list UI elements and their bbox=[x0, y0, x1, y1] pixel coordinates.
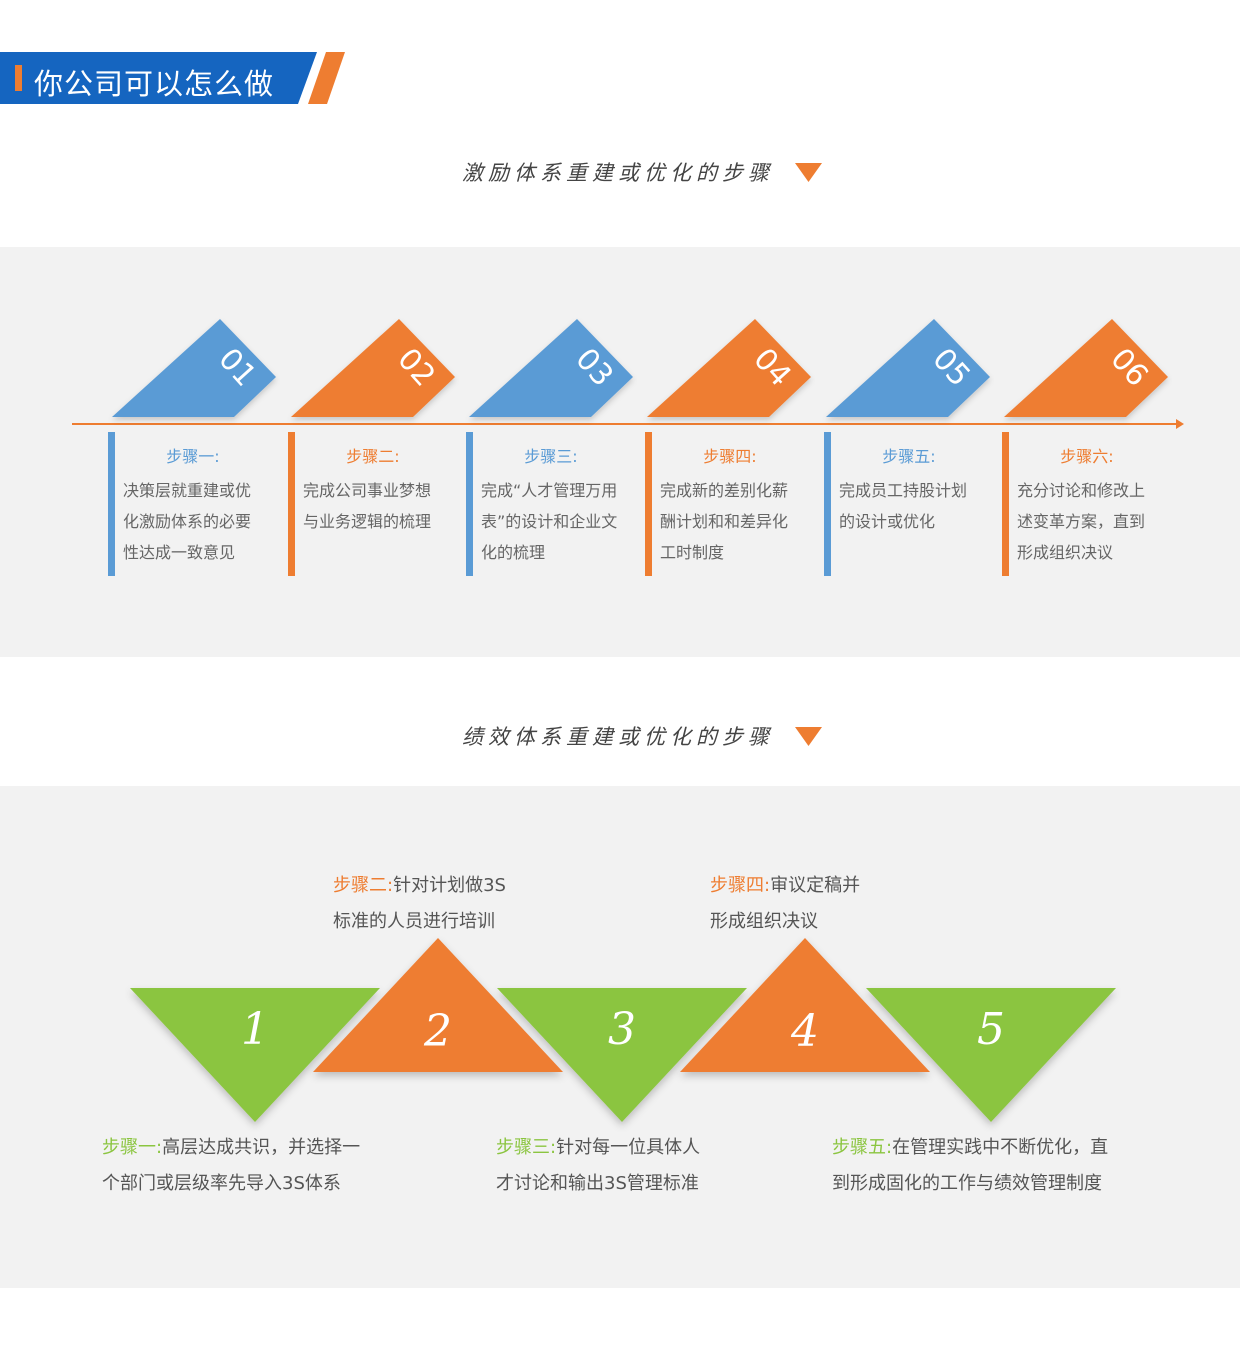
svg-text:2: 2 bbox=[423, 1006, 452, 1057]
svg-text:5: 5 bbox=[977, 1004, 1005, 1055]
step-flag-05: 05 bbox=[826, 319, 990, 417]
triangle-step-3: 3 bbox=[497, 988, 747, 1122]
performance-step-5-note: 步骤五:在管理实践中不断优化，直 到形成固化的工作与绩效管理制度 bbox=[832, 1130, 1108, 1202]
triangle-step-2: 2 bbox=[313, 938, 563, 1072]
step-bar bbox=[108, 432, 115, 576]
incentive-section-title: 激励体系重建或优化的步骤 bbox=[0, 157, 1240, 191]
timeline-arrowhead bbox=[1176, 419, 1184, 429]
step-description: 完成员工持股计划 的设计或优化 bbox=[839, 475, 999, 537]
step-line: 与业务逻辑的梳理 bbox=[303, 512, 432, 531]
step-description: 完成“人才管理万用 表”的设计和企业文 化的梳理 bbox=[481, 475, 641, 568]
step-line: 表”的设计和企业文 bbox=[481, 512, 618, 531]
step-line: 的设计或优化 bbox=[839, 512, 936, 531]
incentive-steps-panel: 01 02 03 04 05 06 步骤一: 决策层就重建或优 化激励体系的必要 bbox=[0, 247, 1240, 657]
step-text: 标准的人员进行培训 bbox=[333, 911, 495, 932]
step-text: 针对每一位具体人 bbox=[556, 1137, 701, 1158]
svg-text:1: 1 bbox=[241, 1004, 269, 1055]
step-text: 在管理实践中不断优化，直 bbox=[892, 1137, 1109, 1158]
step-line: 化的梳理 bbox=[481, 543, 546, 562]
step-label: 步骤四: bbox=[710, 875, 771, 896]
step-description: 完成公司事业梦想 与业务逻辑的梳理 bbox=[303, 475, 463, 537]
down-triangle-icon bbox=[795, 727, 822, 746]
step-title: 步骤三: bbox=[524, 447, 578, 466]
step-line: 酬计划和和差异化 bbox=[660, 512, 789, 531]
performance-step-4-note: 步骤四:审议定稿并 形成组织决议 bbox=[710, 868, 860, 940]
svg-text:3: 3 bbox=[608, 1004, 636, 1055]
step-bar bbox=[288, 432, 295, 576]
performance-step-3-note: 步骤三:针对每一位具体人 才讨论和输出3S管理标准 bbox=[496, 1130, 700, 1202]
banner-orange-stripe bbox=[308, 52, 345, 104]
incentive-step-2: 步骤二: 完成公司事业梦想 与业务逻辑的梳理 bbox=[288, 432, 463, 576]
step-text: 高层达成共识，并选择一 bbox=[162, 1137, 361, 1158]
step-line: 述变革方案，直到 bbox=[1017, 512, 1146, 531]
performance-step-2-note: 步骤二:针对计划做3S 标准的人员进行培训 bbox=[333, 868, 506, 940]
incentive-step-1: 步骤一: 决策层就重建或优 化激励体系的必要 性达成一致意见 bbox=[108, 432, 283, 576]
step-line: 完成新的差别化薪 bbox=[660, 481, 789, 500]
step-description: 决策层就重建或优 化激励体系的必要 性达成一致意见 bbox=[123, 475, 283, 568]
step-line: 工时制度 bbox=[660, 543, 725, 562]
step-title: 步骤五: bbox=[882, 447, 936, 466]
banner-blue-block bbox=[0, 52, 317, 104]
banner-shape bbox=[0, 52, 345, 104]
step-text: 针对计划做3S bbox=[393, 875, 506, 896]
step-line: 性达成一致意见 bbox=[123, 543, 236, 562]
step-line: 完成公司事业梦想 bbox=[303, 481, 432, 500]
triangle-step-5: 5 bbox=[866, 988, 1116, 1122]
step-flag-06: 06 bbox=[1004, 319, 1168, 417]
step-flag-01: 01 bbox=[112, 319, 276, 417]
incentive-step-6: 步骤六: 充分讨论和修改上 述变革方案，直到 形成组织决议 bbox=[1002, 432, 1177, 576]
incentive-step-3: 步骤三: 完成“人才管理万用 表”的设计和企业文 化的梳理 bbox=[466, 432, 641, 576]
step-line: 决策层就重建或优 bbox=[123, 481, 252, 500]
incentive-timeline: 01 02 03 04 05 06 bbox=[72, 319, 1184, 429]
step-line: 完成员工持股计划 bbox=[839, 481, 968, 500]
page-title: 你公司可以怎么做 bbox=[34, 67, 275, 101]
step-flag-02: 02 bbox=[291, 319, 455, 417]
step-description: 充分讨论和修改上 述变革方案，直到 形成组织决议 bbox=[1017, 475, 1177, 568]
incentive-title-text: 激励体系重建或优化的步骤 bbox=[462, 161, 774, 185]
triangle-step-4: 4 bbox=[680, 938, 930, 1072]
step-description: 完成新的差别化薪 酬计划和和差异化 工时制度 bbox=[660, 475, 820, 568]
performance-triangle-chain: 1 3 5 2 4 bbox=[130, 938, 1116, 1122]
step-text: 审议定稿并 bbox=[770, 875, 861, 896]
step-line: 化激励体系的必要 bbox=[123, 512, 252, 531]
step-bar bbox=[1002, 432, 1009, 576]
step-label: 步骤二: bbox=[333, 875, 394, 896]
performance-steps-panel: 1 3 5 2 4 步骤二:针对计划做3S 标准的人员进行培训 步骤四:审议定稿… bbox=[0, 786, 1240, 1288]
step-bar bbox=[824, 432, 831, 576]
performance-title-text: 绩效体系重建或优化的步骤 bbox=[462, 725, 774, 749]
banner-orange-marker bbox=[15, 65, 22, 91]
step-line: 形成组织决议 bbox=[1017, 543, 1114, 562]
header-banner: 你公司可以怎么做 bbox=[0, 52, 345, 104]
step-title: 步骤一: bbox=[166, 447, 220, 466]
step-title: 步骤二: bbox=[346, 447, 400, 466]
down-triangle-icon bbox=[795, 163, 822, 182]
step-text: 个部门或层级率先导入3S体系 bbox=[102, 1173, 341, 1194]
step-title: 步骤四: bbox=[703, 447, 757, 466]
triangle-step-1: 1 bbox=[130, 988, 380, 1122]
step-label: 步骤五: bbox=[832, 1137, 893, 1158]
incentive-step-4: 步骤四: 完成新的差别化薪 酬计划和和差异化 工时制度 bbox=[645, 432, 820, 576]
step-label: 步骤一: bbox=[102, 1137, 163, 1158]
step-flag-03: 03 bbox=[469, 319, 633, 417]
step-label: 步骤三: bbox=[496, 1137, 557, 1158]
step-text: 到形成固化的工作与绩效管理制度 bbox=[832, 1173, 1102, 1194]
step-line: 充分讨论和修改上 bbox=[1017, 481, 1146, 500]
step-line: 完成“人才管理万用 bbox=[481, 481, 618, 500]
step-text: 才讨论和输出3S管理标准 bbox=[496, 1173, 699, 1194]
performance-step-1-note: 步骤一:高层达成共识，并选择一 个部门或层级率先导入3S体系 bbox=[102, 1130, 360, 1202]
performance-section-title: 绩效体系重建或优化的步骤 bbox=[0, 721, 1240, 755]
step-bar bbox=[645, 432, 652, 576]
step-flag-04: 04 bbox=[647, 319, 811, 417]
step-text: 形成组织决议 bbox=[710, 911, 818, 932]
step-title: 步骤六: bbox=[1060, 447, 1114, 466]
svg-text:4: 4 bbox=[790, 1006, 819, 1057]
step-bar bbox=[466, 432, 473, 576]
incentive-step-5: 步骤五: 完成员工持股计划 的设计或优化 bbox=[824, 432, 999, 576]
